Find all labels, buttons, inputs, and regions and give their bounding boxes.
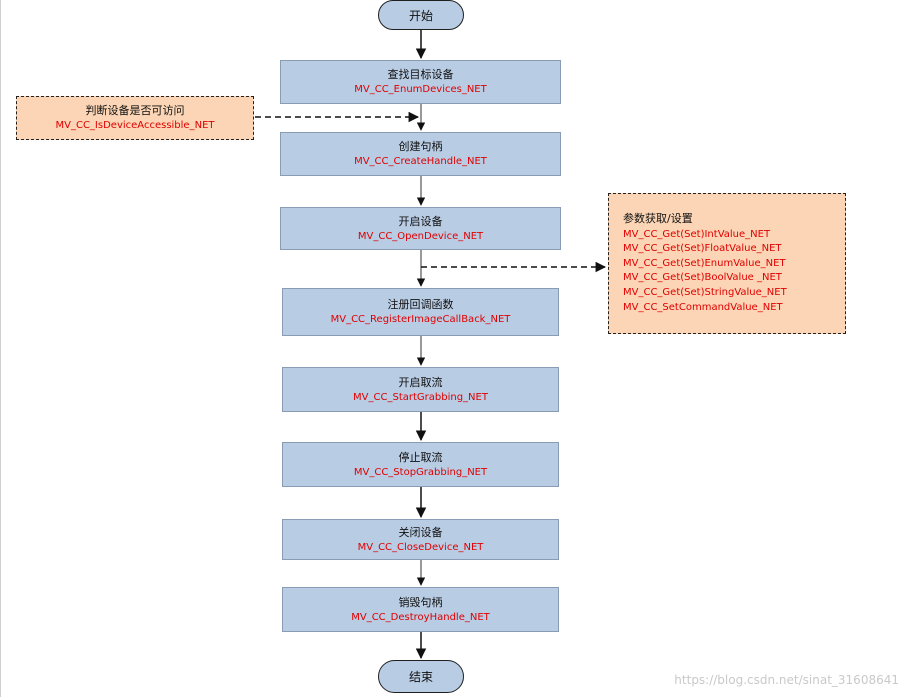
note-api: MV_CC_IsDeviceAccessible_NET: [55, 120, 215, 131]
step-register-callback: 注册回调函数 MV_CC_RegisterImageCallBack_NET: [282, 288, 559, 336]
step-title: 查找目标设备: [387, 68, 454, 81]
left-border-line: [0, 0, 1, 697]
step-title: 注册回调函数: [387, 298, 454, 311]
step-stop-grabbing: 停止取流 MV_CC_StopGrabbing_NET: [282, 442, 559, 487]
side-note-device-accessible: 判断设备是否可访问 MV_CC_IsDeviceAccessible_NET: [16, 96, 254, 140]
step-create-handle: 创建句柄 MV_CC_CreateHandle_NET: [280, 132, 561, 176]
step-start-grabbing: 开启取流 MV_CC_StartGrabbing_NET: [282, 367, 559, 412]
watermark-text: https://blog.csdn.net/sinat_31608641: [674, 673, 899, 687]
start-terminal: 开始: [378, 0, 464, 30]
step-title: 关闭设备: [398, 525, 443, 539]
step-api: MV_CC_DestroyHandle_NET: [351, 611, 490, 623]
step-enum-devices: 查找目标设备 MV_CC_EnumDevices_NET: [280, 60, 561, 104]
note-title: 判断设备是否可访问: [85, 104, 185, 117]
param-api: MV_CC_Get(Set)StringValue_NET: [623, 286, 787, 298]
step-title: 销毁句柄: [398, 595, 443, 609]
step-api: MV_CC_CloseDevice_NET: [357, 541, 484, 553]
step-title: 开启设备: [398, 214, 443, 228]
step-api: MV_CC_StartGrabbing_NET: [353, 391, 488, 403]
step-close-device: 关闭设备 MV_CC_CloseDevice_NET: [282, 519, 559, 560]
param-api: MV_CC_Get(Set)FloatValue_NET: [623, 243, 782, 255]
step-title: 停止取流: [398, 450, 443, 464]
step-api: MV_CC_EnumDevices_NET: [354, 84, 487, 95]
step-api: MV_CC_OpenDevice_NET: [357, 230, 484, 242]
step-destroy-handle: 销毁句柄 MV_CC_DestroyHandle_NET: [282, 587, 559, 632]
note-title: 参数获取/设置: [623, 212, 693, 225]
side-note-parameters: 参数获取/设置 MV_CC_Get(Set)IntValue_NET MV_CC…: [608, 193, 846, 334]
step-open-device: 开启设备 MV_CC_OpenDevice_NET: [280, 207, 561, 250]
start-label: 开始: [408, 8, 433, 23]
param-api: MV_CC_Get(Set)BoolValue _NET: [623, 272, 782, 284]
step-api: MV_CC_CreateHandle_NET: [354, 156, 487, 167]
step-api: MV_CC_RegisterImageCallBack_NET: [330, 314, 511, 325]
param-api: MV_CC_SetCommandValue_NET: [623, 301, 783, 313]
param-api: MV_CC_Get(Set)IntValue_NET: [623, 228, 771, 240]
step-title: 开启取流: [398, 375, 443, 389]
step-title: 创建句柄: [398, 140, 443, 153]
param-api: MV_CC_Get(Set)EnumValue_NET: [623, 257, 786, 269]
end-terminal: 结束: [378, 660, 464, 693]
end-label: 结束: [408, 670, 433, 684]
step-api: MV_CC_StopGrabbing_NET: [353, 466, 488, 478]
